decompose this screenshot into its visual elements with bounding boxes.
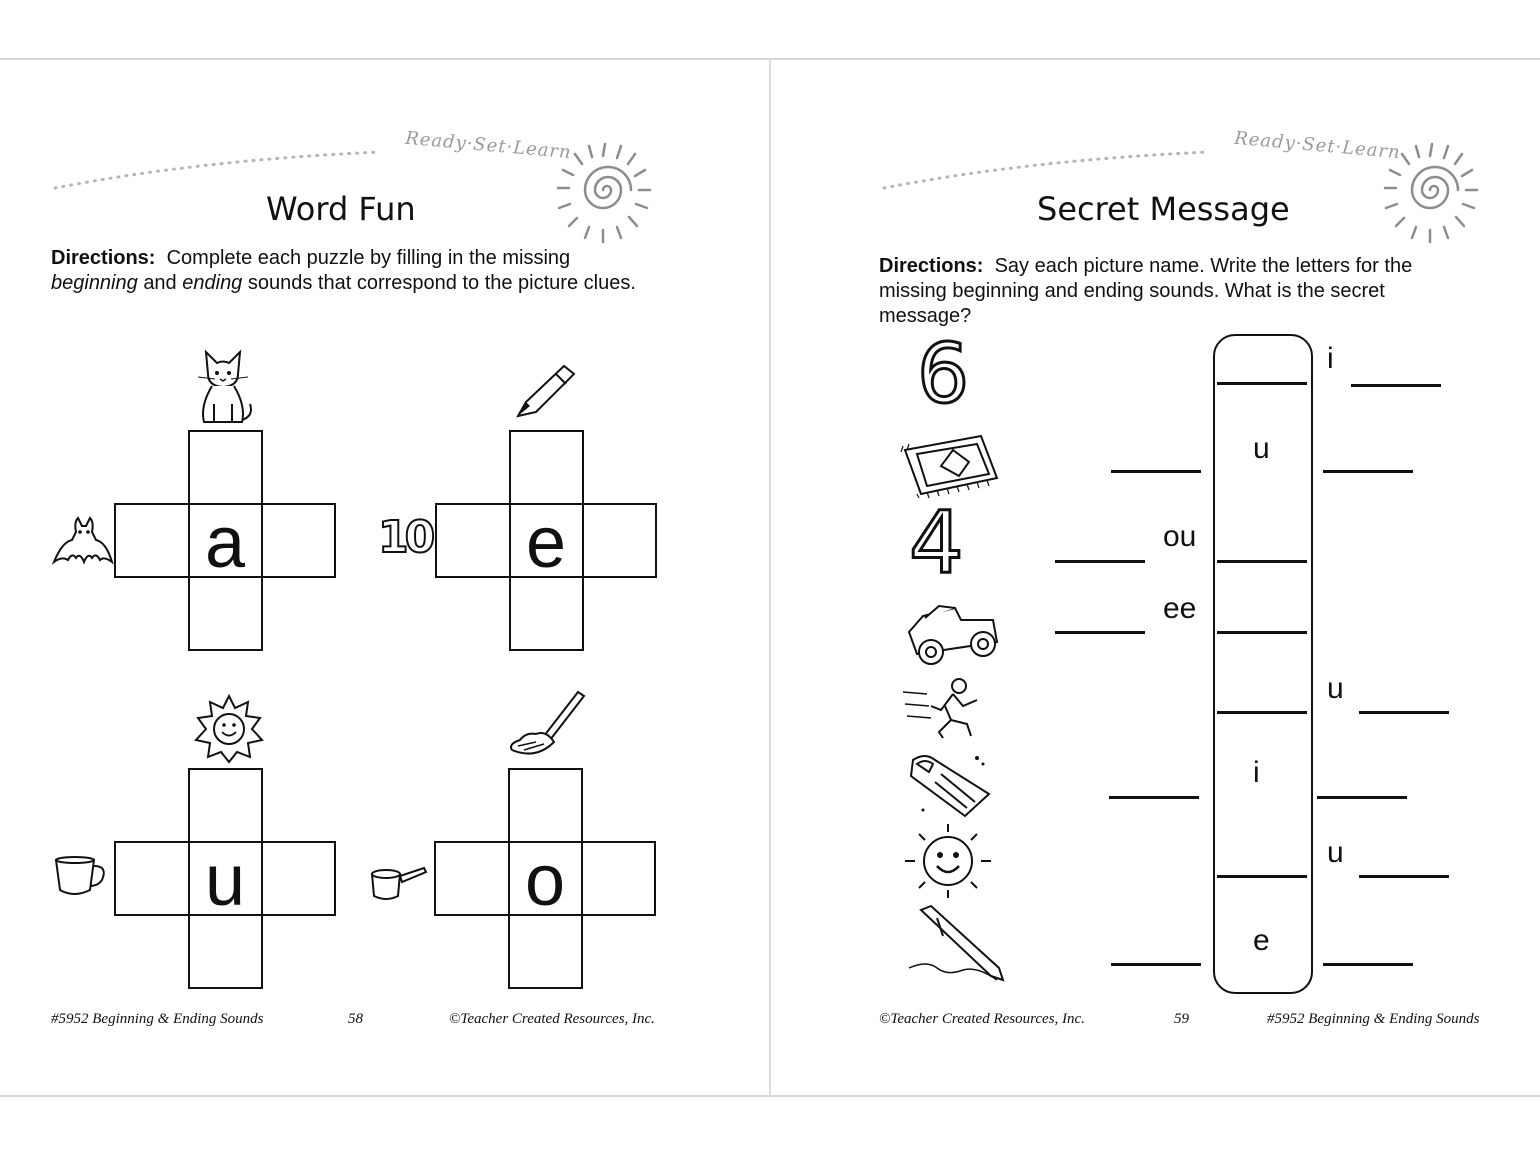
series-banner: Ready·Set·Learn: [404, 127, 573, 164]
answer-blank[interactable]: [1317, 796, 1407, 799]
answer-blank[interactable]: [1323, 470, 1413, 473]
puzzle-left-cell[interactable]: [114, 503, 190, 578]
answer-blank[interactable]: [1323, 963, 1413, 966]
puzzle-top-cell[interactable]: [508, 768, 583, 843]
puzzle-left-cell[interactable]: [434, 841, 510, 916]
given-letters: u: [1327, 836, 1344, 869]
top-edge: [0, 58, 1540, 60]
directions-label: Directions:: [879, 255, 984, 277]
puzzle-letter: a: [204, 503, 246, 583]
answer-blank[interactable]: [1217, 631, 1307, 634]
answer-blank[interactable]: [1217, 560, 1307, 563]
puzzle-bottom-cell[interactable]: [508, 914, 583, 989]
puzzle-bottom-cell[interactable]: [188, 576, 263, 651]
footer-copyright: ©Teacher Created Resources, Inc.: [449, 1011, 655, 1027]
series-banner: Ready·Set·Learn: [1233, 127, 1402, 164]
directions-part: and: [143, 272, 177, 294]
footer-page-number: 58: [348, 1011, 363, 1027]
bottom-edge: [0, 1095, 1540, 1097]
given-letters: u: [1327, 672, 1344, 705]
cup-icon: [54, 856, 105, 895]
bat-icon: [51, 516, 114, 565]
answer-blank[interactable]: [1217, 382, 1307, 385]
given-letters: e: [1253, 924, 1270, 957]
answer-blank[interactable]: [1055, 631, 1145, 634]
puzzle-letter: u: [204, 841, 246, 921]
four-icon: 4: [908, 499, 979, 590]
given-letters: i: [1327, 342, 1334, 375]
sun-icon: [194, 693, 264, 764]
pen-icon: [908, 904, 1005, 982]
puzzle-top-cell[interactable]: [188, 430, 263, 505]
sun-icon: [905, 824, 991, 898]
directions-label: Directions:: [51, 247, 156, 269]
puzzle-bottom-cell[interactable]: [509, 576, 584, 651]
six-label: 6: [915, 327, 970, 422]
answer-blank[interactable]: [1111, 470, 1201, 473]
fin-icon: [909, 755, 991, 818]
runner-icon: [902, 678, 978, 739]
answer-blank[interactable]: [1217, 711, 1307, 714]
footer-book: #5952 Beginning & Ending Sounds: [1267, 1011, 1480, 1027]
footer-book: #5952 Beginning & Ending Sounds: [51, 1011, 264, 1027]
ten-icon: 10: [377, 511, 436, 564]
puzzle-right-cell[interactable]: [261, 841, 336, 916]
puzzle-top-cell[interactable]: [509, 430, 584, 505]
puzzle-right-cell[interactable]: [261, 503, 336, 578]
puzzle-top-cell[interactable]: [188, 768, 263, 843]
answer-blank[interactable]: [1109, 796, 1199, 799]
secret-message-column: [1213, 334, 1313, 994]
spiral-sun-icon: [1383, 142, 1479, 244]
directions-part: Complete each puzzle by filling in the m…: [166, 247, 571, 269]
jeep-icon: [907, 604, 999, 665]
directions-text: Directions: Complete each puzzle by fill…: [51, 246, 651, 296]
directions-text: Directions: Say each picture name. Write…: [879, 254, 1479, 329]
rug-icon: [900, 434, 999, 499]
answer-blank[interactable]: [1359, 875, 1449, 878]
page-title: Secret Message: [1037, 190, 1290, 228]
directions-part: sounds that correspond to the picture cl…: [247, 272, 636, 294]
answer-blank[interactable]: [1351, 384, 1441, 387]
puzzle-left-cell[interactable]: [114, 841, 190, 916]
spiral-sun-icon: [556, 142, 652, 244]
footer-page-number: 59: [1174, 1011, 1189, 1027]
ten-label: 10: [377, 511, 436, 564]
six-icon: 6: [915, 332, 977, 422]
given-letters: u: [1253, 432, 1270, 465]
puzzle-right-cell[interactable]: [581, 841, 656, 916]
given-letters: ee: [1163, 592, 1197, 625]
puzzle-right-cell[interactable]: [582, 503, 657, 578]
mop-icon: [510, 690, 586, 755]
given-letters: i: [1253, 756, 1260, 789]
book-spine: [769, 60, 771, 1096]
pen-icon: [516, 364, 576, 418]
right-page: Ready·Set·Learn Secret Message Direction…: [771, 60, 1540, 1096]
dotted-arc: [53, 150, 382, 190]
answer-blank[interactable]: [1217, 875, 1307, 878]
page-title: Word Fun: [266, 190, 416, 228]
directions-body: Say each picture name. Write the letters…: [879, 255, 1413, 327]
answer-blank[interactable]: [1111, 963, 1201, 966]
puzzle-left-cell[interactable]: [435, 503, 511, 578]
puzzle-letter: o: [524, 841, 566, 921]
footer-copyright: ©Teacher Created Resources, Inc.: [879, 1011, 1085, 1027]
puzzle-letter: e: [525, 503, 567, 583]
directions-italic: ending: [182, 272, 243, 294]
four-label: 4: [908, 493, 966, 593]
pot-icon: [370, 866, 428, 900]
directions-italic: beginning: [51, 272, 138, 294]
answer-blank[interactable]: [1359, 711, 1449, 714]
left-page: Ready·Set·Learn Word Fun Directions: Com…: [0, 60, 769, 1096]
puzzle-bottom-cell[interactable]: [188, 914, 263, 989]
dotted-arc: [882, 150, 1211, 190]
cat-icon: [197, 349, 252, 423]
answer-blank[interactable]: [1055, 560, 1145, 563]
given-letters: ou: [1163, 520, 1197, 553]
